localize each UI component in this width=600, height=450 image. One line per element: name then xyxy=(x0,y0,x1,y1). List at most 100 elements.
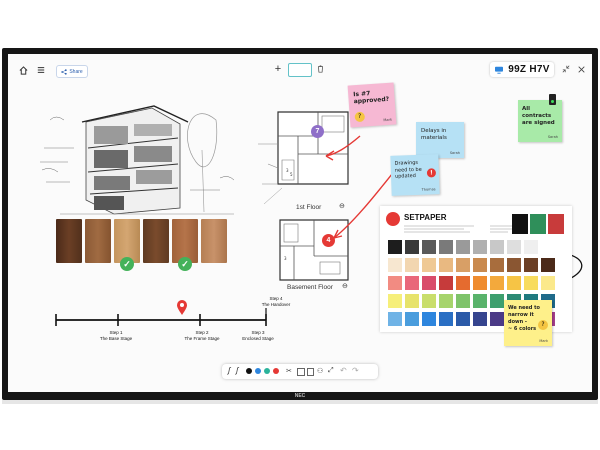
pen-tool-icon[interactable]: ʃ xyxy=(228,366,231,375)
floor-marker-icon: ⊖ xyxy=(339,203,345,210)
whiteboard-canvas[interactable]: Share + 99Z H7V ✓ xyxy=(8,54,592,392)
color-swatch[interactable] xyxy=(456,294,470,308)
color-swatch[interactable] xyxy=(507,258,521,272)
color-swatch[interactable] xyxy=(548,214,564,234)
color-swatch[interactable] xyxy=(388,312,402,326)
wood-swatch-2[interactable] xyxy=(85,219,111,263)
color-swatch[interactable] xyxy=(388,276,402,290)
menu-icon xyxy=(37,67,45,73)
color-swatch[interactable] xyxy=(530,214,546,234)
color-swatch[interactable] xyxy=(507,276,521,290)
color-swatch[interactable] xyxy=(490,258,504,272)
color-green-button[interactable] xyxy=(264,368,270,374)
color-swatch[interactable] xyxy=(541,240,555,254)
color-swatch[interactable] xyxy=(456,258,470,272)
color-black-button[interactable] xyxy=(246,368,252,374)
sticky-note-drawings[interactable]: Drawings need to be updated ! Thomas xyxy=(390,154,440,196)
display-shadow xyxy=(2,400,598,404)
color-swatch[interactable] xyxy=(490,294,504,308)
wood-swatch-3[interactable] xyxy=(114,219,140,263)
color-swatch[interactable] xyxy=(439,258,453,272)
color-swatch[interactable] xyxy=(541,258,555,272)
note-author: Thomas xyxy=(421,187,436,192)
color-swatch[interactable] xyxy=(456,276,470,290)
color-red-button[interactable] xyxy=(273,368,279,374)
color-swatch[interactable] xyxy=(524,240,538,254)
color-swatch[interactable] xyxy=(524,276,538,290)
wood-swatch-6[interactable] xyxy=(201,219,227,263)
color-swatch[interactable] xyxy=(422,312,436,326)
color-swatch[interactable] xyxy=(473,294,487,308)
color-swatch[interactable] xyxy=(439,240,453,254)
color-swatch[interactable] xyxy=(456,312,470,326)
undo-icon[interactable]: ↶ xyxy=(340,366,347,375)
color-swatch[interactable] xyxy=(405,258,419,272)
shapes-icon[interactable] xyxy=(297,368,305,376)
home-icon xyxy=(19,65,27,75)
marker-4[interactable]: 4 xyxy=(322,234,335,247)
color-swatch[interactable] xyxy=(490,240,504,254)
color-swatch[interactable] xyxy=(405,276,419,290)
note-author: Mark xyxy=(539,339,548,343)
color-swatch[interactable] xyxy=(388,294,402,308)
color-swatch[interactable] xyxy=(405,294,419,308)
note-text: All contracts are signed xyxy=(522,106,555,126)
color-blue-button[interactable] xyxy=(255,368,261,374)
sticky-note-delays[interactable]: Delays in materials Sarah xyxy=(416,122,464,158)
thinking-face-icon: ? xyxy=(354,111,366,123)
copy-icon[interactable] xyxy=(307,368,314,376)
timeline-step-2: Step 2 The Frame Stage xyxy=(184,330,220,341)
share-label: Share xyxy=(69,68,83,75)
add-page-button[interactable]: + xyxy=(272,63,284,75)
page-thumbnail[interactable] xyxy=(288,63,312,77)
color-swatch[interactable] xyxy=(422,240,436,254)
close-icon xyxy=(577,65,585,73)
color-swatch[interactable] xyxy=(388,240,402,254)
color-swatch[interactable] xyxy=(422,258,436,272)
color-swatch[interactable] xyxy=(456,240,470,254)
color-swatch[interactable] xyxy=(473,312,487,326)
highlighter-tool-icon[interactable]: ʃ xyxy=(236,366,239,375)
color-swatch[interactable] xyxy=(541,276,555,290)
color-swatch[interactable] xyxy=(473,258,487,272)
marker-7[interactable]: 7 xyxy=(311,125,324,138)
share-button[interactable]: Share xyxy=(56,65,88,78)
wood-swatch-5[interactable] xyxy=(172,219,198,263)
drawing-toolbar: ʃ ʃ ✂ ⚇ ⤢ ↶ ↷ xyxy=(222,364,378,379)
collapse-button[interactable] xyxy=(560,63,572,75)
color-swatch[interactable] xyxy=(524,258,538,272)
color-swatch[interactable] xyxy=(439,294,453,308)
home-button[interactable] xyxy=(17,64,29,76)
wood-swatch-1[interactable] xyxy=(56,219,82,263)
color-swatch[interactable] xyxy=(422,294,436,308)
delete-page-button[interactable] xyxy=(314,63,326,75)
scissors-icon[interactable]: ✂ xyxy=(286,368,292,375)
color-swatch[interactable] xyxy=(490,276,504,290)
close-button[interactable] xyxy=(575,63,587,75)
color-swatch[interactable] xyxy=(405,240,419,254)
note-text: We need to narrow it down - ~ 6 colors xyxy=(508,305,540,332)
session-code-display[interactable]: 99Z H7V xyxy=(490,62,554,77)
color-swatch[interactable] xyxy=(490,312,504,326)
sticky-note-narrow[interactable]: We need to narrow it down - ~ 6 colors ?… xyxy=(504,300,552,346)
house-sketch[interactable] xyxy=(30,90,238,220)
color-swatch[interactable] xyxy=(439,276,453,290)
format-icon[interactable]: ⤢ xyxy=(328,367,334,374)
color-swatch[interactable] xyxy=(473,240,487,254)
sticky-note-approved[interactable]: Is #7 approved? ? Mark xyxy=(347,82,397,128)
menu-button[interactable] xyxy=(35,64,47,76)
wood-swatch-4[interactable] xyxy=(143,219,169,263)
color-swatch[interactable] xyxy=(473,276,487,290)
connector-icon[interactable]: ⚇ xyxy=(317,368,324,375)
color-swatch[interactable] xyxy=(422,276,436,290)
project-timeline[interactable] xyxy=(52,302,272,332)
color-swatch[interactable] xyxy=(388,258,402,272)
color-swatch[interactable] xyxy=(507,240,521,254)
color-swatch[interactable] xyxy=(439,312,453,326)
redo-icon[interactable]: ↷ xyxy=(352,366,359,375)
color-swatch[interactable] xyxy=(405,312,419,326)
location-pin-icon[interactable] xyxy=(176,300,188,316)
first-floor-plan[interactable]: 3 5 xyxy=(248,84,358,204)
color-swatch[interactable] xyxy=(512,214,528,234)
sticky-note-contracts[interactable]: All contracts are signed Sarah xyxy=(518,100,562,142)
